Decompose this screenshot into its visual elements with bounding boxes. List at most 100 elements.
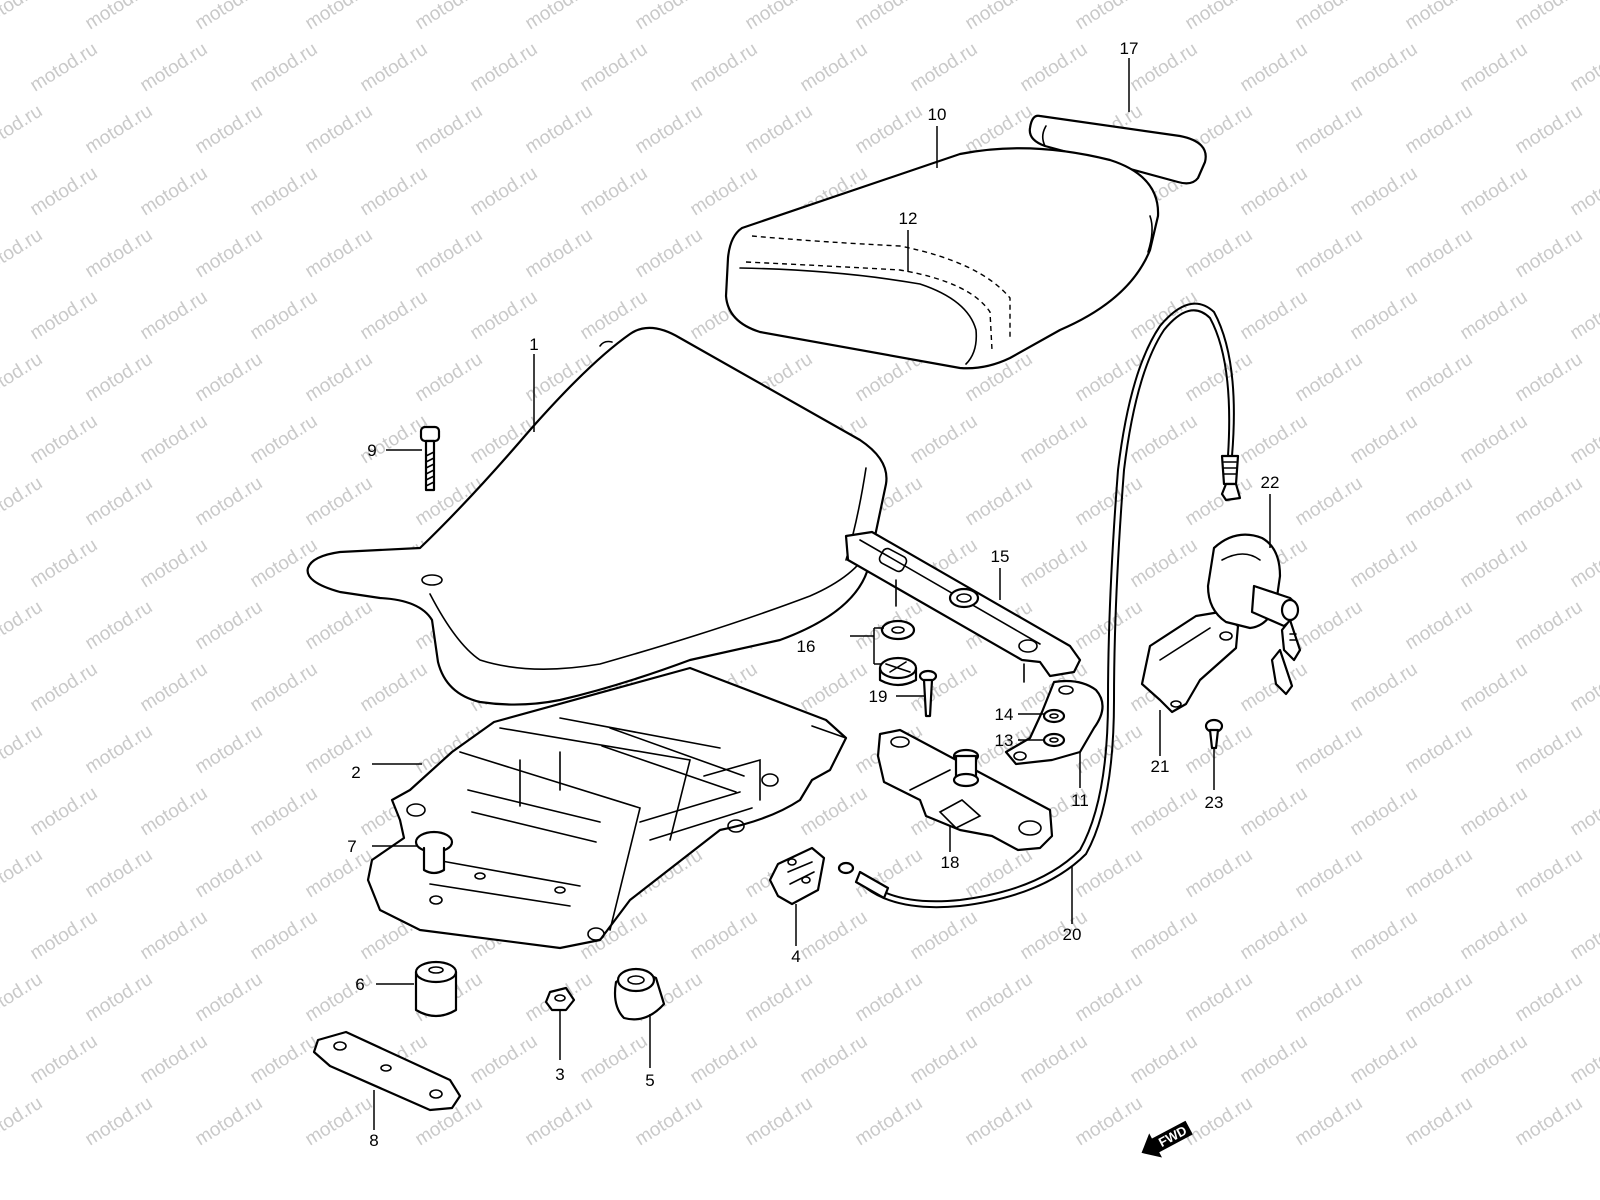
watermark-text: motod.ru xyxy=(522,225,597,283)
watermark-text: motod.ru xyxy=(192,349,267,407)
watermark-text: motod.ru xyxy=(1237,1031,1312,1089)
watermark-text: motod.ru xyxy=(302,845,377,903)
watermark-text: motod.ru xyxy=(1182,473,1257,531)
watermark-text: motod.ru xyxy=(1512,473,1587,531)
watermark-text: motod.ru xyxy=(1292,597,1367,655)
part-10-pillion-seat xyxy=(724,147,1160,370)
part-20-lock-cable xyxy=(837,302,1242,909)
watermark-text: motod.ru xyxy=(192,225,267,283)
watermark-text: motod.ru xyxy=(1567,783,1600,841)
watermark-text: motod.ru xyxy=(357,659,432,717)
watermark-text: motod.ru xyxy=(1292,473,1367,531)
watermark-text: motod.ru xyxy=(0,0,46,34)
part-21-lock-bracket xyxy=(1140,610,1240,714)
watermark-text: motod.ru xyxy=(1402,101,1477,159)
callout-12: 12 xyxy=(899,209,918,228)
watermark-text: motod.ru xyxy=(797,783,872,841)
watermark-text: motod.ru xyxy=(302,721,377,779)
callout-21: 21 xyxy=(1151,757,1170,776)
watermark-text: motod.ru xyxy=(247,411,322,469)
watermark-text: motod.ru xyxy=(1567,1031,1600,1089)
watermark-text: motod.ru xyxy=(137,659,212,717)
watermark-text: motod.ru xyxy=(137,39,212,97)
watermark-text: motod.ru xyxy=(1402,721,1477,779)
watermark-text: motod.ru xyxy=(1072,1093,1147,1151)
watermark-text: motod.ru xyxy=(1347,287,1422,345)
watermark-text: motod.ru xyxy=(1347,411,1422,469)
watermark-text: motod.ru xyxy=(632,225,707,283)
watermark-text: motod.ru xyxy=(1567,907,1600,965)
watermark-text: motod.ru xyxy=(962,473,1037,531)
watermark-text: motod.ru xyxy=(0,473,46,531)
watermark-text: motod.ru xyxy=(1402,473,1477,531)
watermark-text: motod.ru xyxy=(1402,969,1477,1027)
watermark-text: motod.ru xyxy=(82,597,157,655)
watermark-text: motod.ru xyxy=(1402,1093,1477,1151)
fwd-label: FWD xyxy=(1156,1123,1189,1150)
watermark-text: motod.ru xyxy=(1127,535,1202,593)
watermark-text: motod.ru xyxy=(137,163,212,221)
callout-1: 1 xyxy=(529,335,538,354)
callout-15: 15 xyxy=(991,547,1010,566)
watermark-text: motod.ru xyxy=(1402,225,1477,283)
watermark-text: motod.ru xyxy=(1457,907,1532,965)
watermark-text: motod.ru xyxy=(1347,1031,1422,1089)
watermark-text: motod.ru xyxy=(1512,0,1587,34)
part-6-cushion xyxy=(414,960,458,1018)
watermark-text: motod.ru xyxy=(192,0,267,34)
watermark-text: motod.ru xyxy=(577,1031,652,1089)
watermark-text: motod.ru xyxy=(27,163,102,221)
watermark-text: motod.ru xyxy=(192,969,267,1027)
watermark-text: motod.ru xyxy=(1292,721,1367,779)
callout-8: 8 xyxy=(369,1131,378,1150)
watermark-text: motod.ru xyxy=(852,969,927,1027)
watermark-text: motod.ru xyxy=(1292,349,1367,407)
watermark-text: motod.ru xyxy=(137,1031,212,1089)
part-23-screw xyxy=(1204,718,1224,750)
watermark-text: motod.ru xyxy=(1457,287,1532,345)
watermark-text: motod.ru xyxy=(137,907,212,965)
watermark-text: motod.ru xyxy=(0,101,46,159)
watermark-text: motod.ru xyxy=(302,349,377,407)
watermark-text: motod.ru xyxy=(907,907,982,965)
watermark-text: motod.ru xyxy=(82,721,157,779)
watermark-text: motod.ru xyxy=(302,0,377,34)
watermark-text: motod.ru xyxy=(687,1031,762,1089)
callout-10: 10 xyxy=(928,105,947,124)
watermark-text: motod.ru xyxy=(467,1031,542,1089)
watermark-text: motod.ru xyxy=(1072,473,1147,531)
watermark-text: motod.ru xyxy=(1017,1031,1092,1089)
watermark-text: motod.ru xyxy=(1237,163,1312,221)
watermark-text: motod.ru xyxy=(522,101,597,159)
callout-19: 19 xyxy=(869,687,888,706)
watermark-text: motod.ru xyxy=(1127,287,1202,345)
watermark-text: motod.ru xyxy=(137,535,212,593)
watermark-text: motod.ru xyxy=(1567,411,1600,469)
watermark-text: motod.ru xyxy=(137,287,212,345)
watermark-text: motod.ru xyxy=(247,163,322,221)
watermark-text: motod.ru xyxy=(357,39,432,97)
watermark-text: motod.ru xyxy=(1347,163,1422,221)
watermark-text: motod.ru xyxy=(1182,225,1257,283)
callout-9: 9 xyxy=(367,441,376,460)
callout-14: 14 xyxy=(995,705,1014,724)
watermark-text: motod.ru xyxy=(1567,39,1600,97)
watermark-text: motod.ru xyxy=(27,659,102,717)
watermark-text: motod.ru xyxy=(82,845,157,903)
watermark-text: motod.ru xyxy=(27,783,102,841)
watermark-text: motod.ru xyxy=(1237,411,1312,469)
watermark-text: motod.ru xyxy=(1072,0,1147,34)
watermark-text: motod.ru xyxy=(302,225,377,283)
watermark-text: motod.ru xyxy=(412,225,487,283)
watermark-text: motod.ru xyxy=(1127,907,1202,965)
watermark-text: motod.ru xyxy=(522,1093,597,1151)
watermark-text: motod.ru xyxy=(1567,535,1600,593)
watermark-text: motod.ru xyxy=(82,1093,157,1151)
part-15-seat-bracket xyxy=(844,530,1082,683)
watermark-text: motod.ru xyxy=(357,287,432,345)
callout-3: 3 xyxy=(555,1065,564,1084)
watermark-text: motod.ru xyxy=(82,0,157,34)
watermark-text: motod.ru xyxy=(797,659,872,717)
watermark-text: motod.ru xyxy=(1402,349,1477,407)
